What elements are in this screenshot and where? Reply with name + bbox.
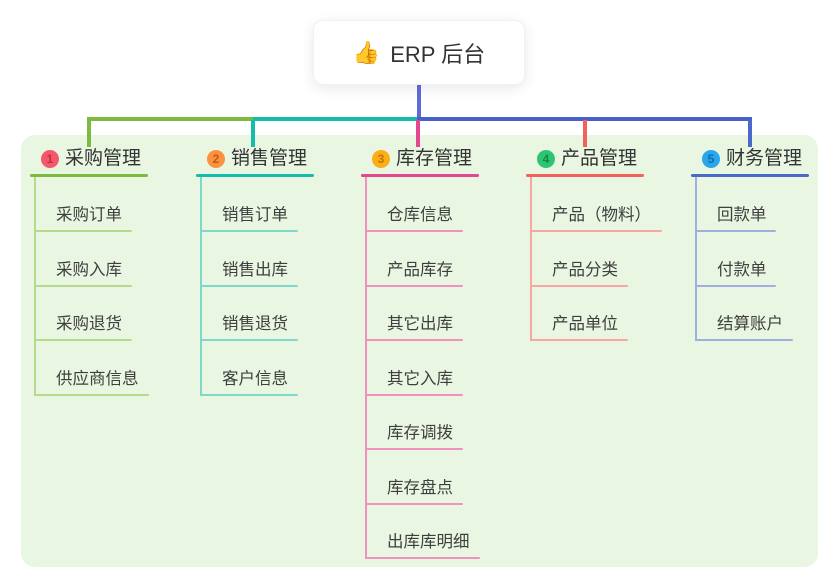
child-node[interactable]: 产品（物料） bbox=[552, 206, 651, 224]
branch-connector-drop bbox=[748, 120, 752, 147]
child-node[interactable]: 供应商信息 bbox=[56, 370, 139, 388]
branch-number-badge: 5 bbox=[702, 150, 720, 168]
branch-connector-drop bbox=[251, 120, 255, 147]
child-node-underline bbox=[200, 285, 298, 287]
branch-underline bbox=[691, 174, 809, 177]
branch-connector-drop bbox=[583, 120, 587, 147]
child-node[interactable]: 出库库明细 bbox=[387, 533, 470, 551]
branch-title[interactable]: 产品管理 bbox=[561, 148, 638, 169]
child-node[interactable]: 回款单 bbox=[717, 206, 767, 224]
branch-title[interactable]: 销售管理 bbox=[231, 148, 308, 169]
trunk-line-segment-green bbox=[87, 117, 255, 121]
branch-title[interactable]: 财务管理 bbox=[726, 148, 803, 169]
branch-number-badge: 4 bbox=[537, 150, 555, 168]
branch-underline bbox=[526, 174, 644, 177]
child-node[interactable]: 采购订单 bbox=[56, 206, 122, 224]
root-node[interactable]: 👍 ERP 后台 bbox=[313, 20, 525, 85]
branch-underline bbox=[361, 174, 479, 177]
child-node-underline bbox=[695, 285, 776, 287]
child-node[interactable]: 销售退货 bbox=[222, 315, 288, 333]
branch-underline bbox=[196, 174, 314, 177]
child-node-underline bbox=[365, 339, 463, 341]
child-node[interactable]: 库存调拨 bbox=[387, 424, 453, 442]
branch-title[interactable]: 采购管理 bbox=[65, 148, 142, 169]
trunk-line-segment-teal bbox=[253, 117, 419, 121]
child-node[interactable]: 结算账户 bbox=[717, 315, 783, 333]
child-node-underline bbox=[365, 557, 480, 559]
child-node-underline bbox=[34, 285, 132, 287]
child-node-underline bbox=[365, 448, 463, 450]
subtree-connector-line bbox=[365, 176, 367, 559]
branch-connector-drop bbox=[87, 120, 91, 147]
child-node-underline bbox=[200, 394, 298, 396]
child-node[interactable]: 其它出库 bbox=[387, 315, 453, 333]
branch-number-badge: 2 bbox=[207, 150, 225, 168]
child-node-underline bbox=[365, 503, 463, 505]
branches-background-panel bbox=[21, 135, 818, 567]
branch-connector-drop bbox=[416, 120, 420, 147]
child-node[interactable]: 销售出库 bbox=[222, 261, 288, 279]
child-node[interactable]: 采购退货 bbox=[56, 315, 122, 333]
child-node[interactable]: 产品分类 bbox=[552, 261, 618, 279]
child-node-underline bbox=[200, 230, 298, 232]
child-node-underline bbox=[34, 230, 132, 232]
child-node[interactable]: 客户信息 bbox=[222, 370, 288, 388]
trunk-line-segment-blue bbox=[417, 117, 752, 121]
thumbs-up-icon: 👍 bbox=[352, 39, 381, 65]
child-node-underline bbox=[695, 230, 776, 232]
child-node[interactable]: 其它入库 bbox=[387, 370, 453, 388]
child-node[interactable]: 采购入库 bbox=[56, 261, 122, 279]
child-node[interactable]: 产品库存 bbox=[387, 261, 453, 279]
branch-number-badge: 3 bbox=[372, 150, 390, 168]
child-node-underline bbox=[34, 339, 132, 341]
root-connector-line bbox=[417, 83, 421, 121]
child-node[interactable]: 仓库信息 bbox=[387, 206, 453, 224]
branch-underline bbox=[30, 174, 148, 177]
branch-title[interactable]: 库存管理 bbox=[396, 148, 473, 169]
subtree-connector-line bbox=[530, 176, 532, 341]
root-node-label: ERP 后台 bbox=[390, 41, 486, 67]
child-node[interactable]: 销售订单 bbox=[222, 206, 288, 224]
child-node-underline bbox=[530, 285, 628, 287]
child-node[interactable]: 付款单 bbox=[717, 261, 767, 279]
child-node-underline bbox=[530, 230, 662, 232]
child-node-underline bbox=[695, 339, 793, 341]
child-node-underline bbox=[365, 230, 463, 232]
child-node-underline bbox=[200, 339, 298, 341]
child-node-underline bbox=[365, 394, 463, 396]
child-node-underline bbox=[365, 285, 463, 287]
child-node[interactable]: 库存盘点 bbox=[387, 479, 453, 497]
subtree-connector-line bbox=[695, 176, 697, 341]
child-node-underline bbox=[530, 339, 628, 341]
child-node[interactable]: 产品单位 bbox=[552, 315, 618, 333]
branch-number-badge: 1 bbox=[41, 150, 59, 168]
child-node-underline bbox=[34, 394, 149, 396]
